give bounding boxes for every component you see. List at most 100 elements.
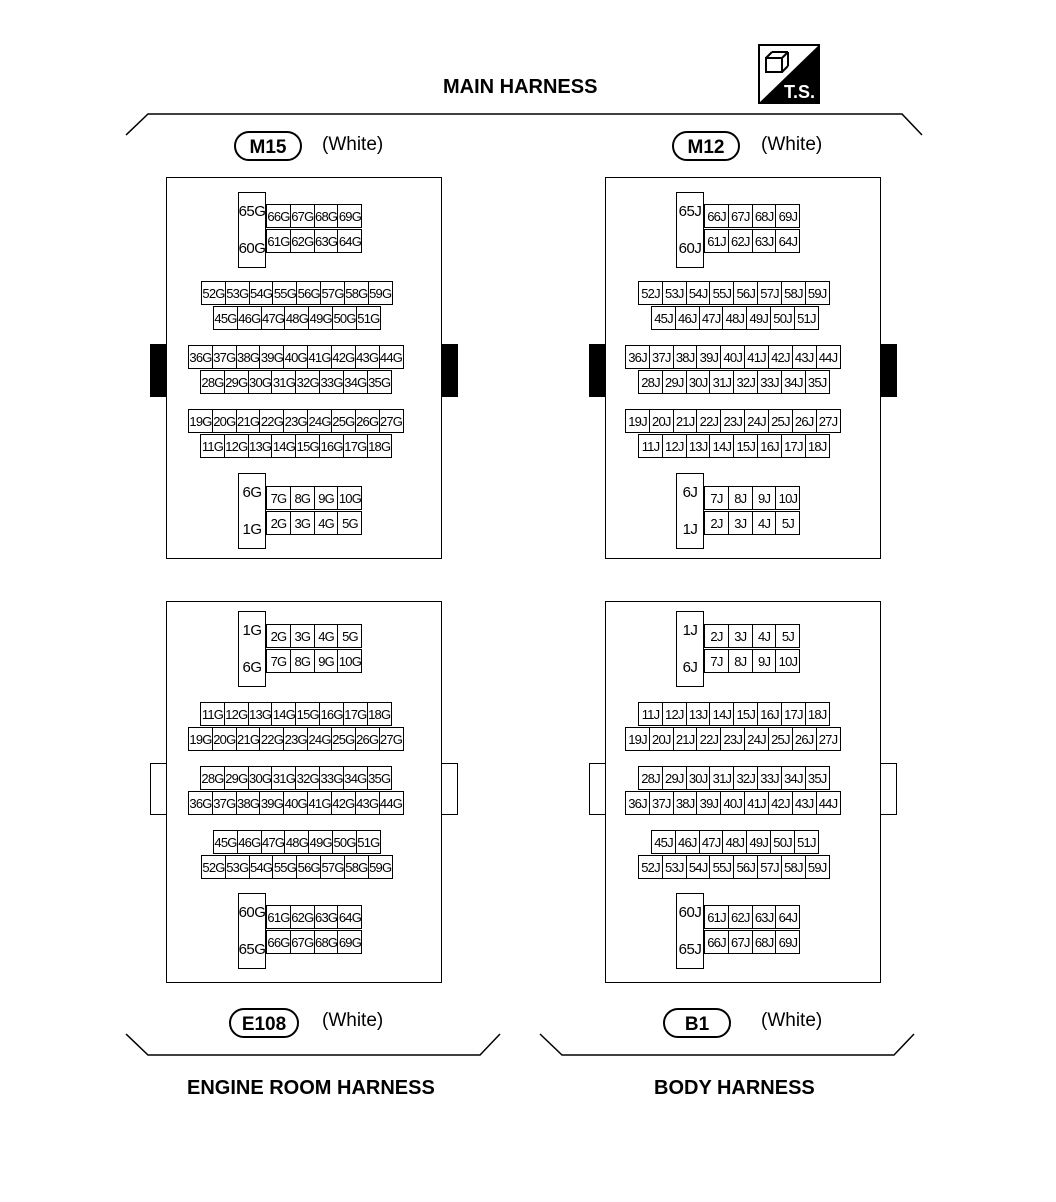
pin: 27G	[378, 727, 404, 751]
pin: 52G	[201, 281, 226, 305]
pin: 3J	[727, 624, 753, 648]
pin: 16J	[757, 702, 783, 726]
pin: 6J	[682, 484, 698, 501]
pin: 58J	[780, 855, 806, 879]
pin: 30J	[685, 766, 711, 790]
pin: 37J	[648, 791, 674, 815]
pin: 64J	[775, 905, 801, 929]
pin: 16G	[319, 702, 345, 726]
pin: 64J	[775, 229, 801, 253]
pin: 30J	[685, 370, 711, 394]
pin: 31G	[271, 766, 297, 790]
pin: 38J	[672, 791, 698, 815]
pin: 55J	[709, 855, 735, 879]
pin: 12G	[223, 702, 249, 726]
pin: 26J	[791, 409, 817, 433]
pin: 49G	[308, 830, 334, 854]
pin: 23G	[283, 409, 309, 433]
pin: 39G	[259, 345, 285, 369]
pin: 1J	[682, 622, 698, 639]
pin: 25J	[767, 409, 793, 433]
pin: 66J	[704, 930, 729, 954]
pin: 52J	[638, 281, 663, 305]
pin: 42G	[330, 791, 356, 815]
pin: 37G	[211, 791, 237, 815]
pin: 29G	[223, 766, 249, 790]
pin: 6J	[682, 659, 698, 676]
pin: 22J	[696, 727, 722, 751]
pin: 46G	[236, 306, 262, 330]
pin: 38G	[235, 345, 261, 369]
pin: 18J	[804, 434, 830, 458]
pin: 66J	[704, 204, 729, 228]
pin: 11G	[200, 702, 225, 726]
pin: 24G	[307, 727, 333, 751]
pin: 50J	[770, 306, 796, 330]
pin: 44G	[378, 345, 404, 369]
pin: 52J	[638, 855, 663, 879]
pin: 60G	[238, 240, 266, 257]
pin: 53G	[224, 855, 250, 879]
pin: 53G	[224, 281, 250, 305]
pin: 50J	[770, 830, 796, 854]
pin: 24G	[307, 409, 333, 433]
pin: 27J	[815, 409, 841, 433]
pin: 42J	[767, 791, 793, 815]
pin: 32G	[295, 370, 321, 394]
pin: 50G	[332, 830, 358, 854]
ts-icon-label: T.S.	[784, 82, 815, 102]
pin: 33J	[757, 766, 783, 790]
pin: 34G	[342, 766, 368, 790]
pin: 4J	[751, 511, 777, 535]
pin: 44J	[815, 345, 841, 369]
pin: 2J	[704, 624, 729, 648]
pin: 23G	[283, 727, 309, 751]
pin: 26G	[354, 727, 380, 751]
pin: 36J	[625, 791, 650, 815]
pin: 15G	[295, 702, 321, 726]
pin-block-bottom: 60J 65J	[676, 893, 704, 969]
pin: 7J	[704, 486, 729, 510]
pin: 45J	[651, 830, 676, 854]
pin: 38G	[235, 791, 261, 815]
lock-tab-right	[442, 763, 458, 815]
pin: 1J	[682, 521, 698, 538]
connector-code-b1: B1	[663, 1008, 731, 1038]
pin: 7G	[266, 649, 291, 673]
pin: 62J	[727, 905, 753, 929]
pin: 7G	[266, 486, 291, 510]
pin: 56G	[296, 281, 322, 305]
pin: 10J	[775, 649, 801, 673]
pin: 54G	[248, 281, 274, 305]
pin: 46J	[674, 306, 700, 330]
pin: 68J	[751, 204, 777, 228]
lock-tab-right	[442, 344, 458, 397]
pin: 17J	[780, 702, 806, 726]
pin: 6G	[242, 484, 262, 501]
pin: 63J	[751, 229, 777, 253]
pin: 14J	[709, 702, 735, 726]
pin-block-bottom: 6G 1G	[238, 473, 266, 549]
pin: 31G	[271, 370, 297, 394]
pin-block-top: 1G 6G	[238, 611, 266, 687]
pin: 65J	[678, 941, 702, 958]
pin: 30G	[247, 370, 273, 394]
pin: 9G	[313, 649, 339, 673]
pin: 48J	[722, 830, 748, 854]
pin: 31J	[709, 370, 735, 394]
pin: 67G	[289, 204, 315, 228]
pin: 43J	[791, 791, 817, 815]
pin: 50G	[332, 306, 358, 330]
